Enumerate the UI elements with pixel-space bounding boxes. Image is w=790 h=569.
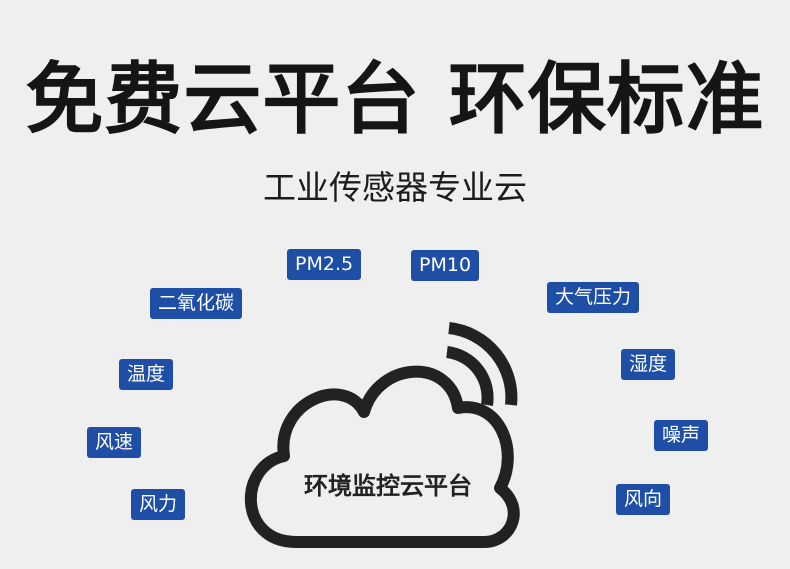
tag-wind-direction: 风向 <box>616 484 671 515</box>
tag-co2: 二氧化碳 <box>150 288 243 319</box>
headline: 免费云平台 环保标准 <box>25 55 765 145</box>
tag-pressure: 大气压力 <box>547 282 640 313</box>
signal-waves-icon <box>446 322 518 406</box>
tag-humidity: 湿度 <box>621 349 676 380</box>
tag-wind-speed: 风速 <box>87 427 142 458</box>
tag-noise: 噪声 <box>654 420 709 451</box>
tag-pm10: PM10 <box>411 250 480 281</box>
subtitle: 工业传感器专业云 <box>263 168 527 207</box>
cloud-icon <box>245 365 520 548</box>
tag-pm25: PM2.5 <box>287 249 362 280</box>
tag-temperature: 温度 <box>119 359 174 390</box>
center-label: 环境监控云平台 <box>304 472 472 500</box>
tag-wind-power: 风力 <box>131 489 186 520</box>
